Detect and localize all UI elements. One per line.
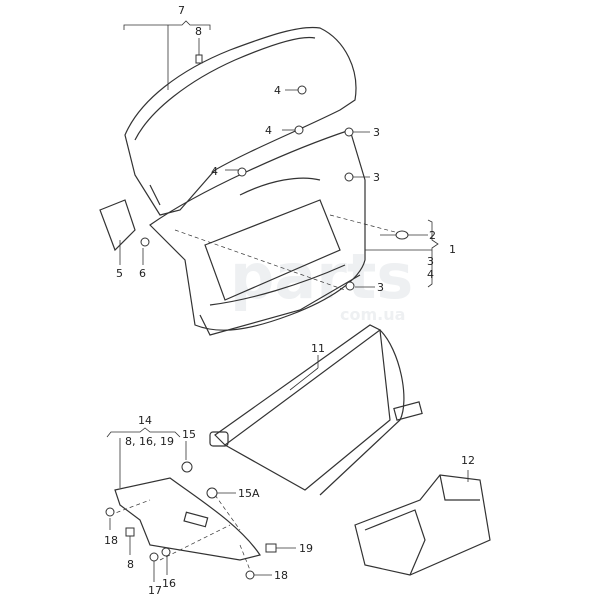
callout-12: 12 xyxy=(461,454,475,467)
callout-14-includes: 8, 16, 19 xyxy=(125,435,174,448)
callout-15: 15 xyxy=(182,428,196,441)
callout-3: 3 xyxy=(373,126,380,139)
callout-3: 3 xyxy=(427,255,434,268)
callout-19: 19 xyxy=(299,542,313,555)
callout-17: 17 xyxy=(148,584,162,597)
callout-4: 4 xyxy=(211,165,218,178)
clip-6 xyxy=(140,237,150,247)
tailgate-outer-frame xyxy=(124,26,357,216)
assembly-dashed-lines xyxy=(109,214,396,571)
callout-11: 11 xyxy=(311,342,325,355)
callout-7: 7 xyxy=(178,4,185,17)
callout-14: 14 xyxy=(138,414,152,427)
callout-16: 16 xyxy=(162,577,176,590)
callout-1: 1 xyxy=(449,243,456,256)
callout-2: 2 xyxy=(429,229,436,242)
tailgate-trim-panel xyxy=(149,129,366,336)
side-bracket xyxy=(99,199,136,252)
callout-8: 8 xyxy=(195,25,202,38)
callout-4: 4 xyxy=(427,268,434,281)
side-trim-panel xyxy=(114,477,261,561)
callout-4: 4 xyxy=(274,84,281,97)
callout-5: 5 xyxy=(116,267,123,280)
fasteners xyxy=(105,54,409,580)
callout-15a: 15A xyxy=(238,487,260,500)
callout-3: 3 xyxy=(377,281,384,294)
callout-4: 4 xyxy=(265,124,272,137)
callout-8: 8 xyxy=(127,558,134,571)
callout-6: 6 xyxy=(139,267,146,280)
storage-tray xyxy=(354,474,491,576)
callout-18: 18 xyxy=(274,569,288,582)
watermark-domain: com.ua xyxy=(340,305,406,324)
callout-18: 18 xyxy=(104,534,118,547)
leader-lines xyxy=(106,20,469,582)
callout-3: 3 xyxy=(373,171,380,184)
